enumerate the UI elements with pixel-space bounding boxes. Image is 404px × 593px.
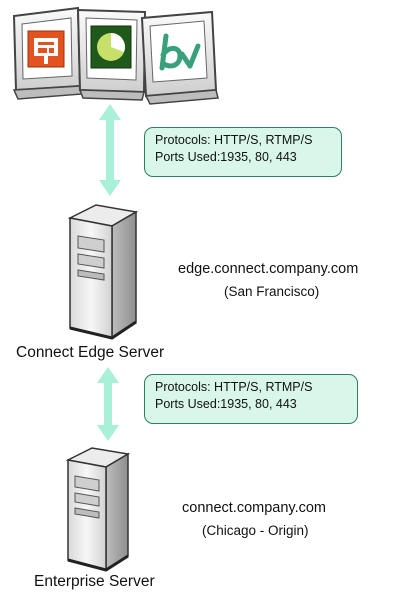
protocols-text: Protocols: HTTP/S, RTMP/S <box>155 380 313 394</box>
connection-arrow-1 <box>99 104 121 196</box>
origin-server-hostname: connect.company.com <box>182 500 326 516</box>
edge-server-tower <box>67 204 139 340</box>
client-monitor-3 <box>140 10 219 105</box>
origin-server-location: (Chicago - Origin) <box>202 523 309 538</box>
protocols-text: Protocols: HTTP/S, RTMP/S <box>155 133 313 147</box>
client-monitor-1 <box>12 6 83 100</box>
enterprise-server-tower <box>65 447 131 572</box>
client-monitor-2 <box>76 8 147 101</box>
protocol-callout-1: Protocols: HTTP/S, RTMP/S Ports Used:193… <box>144 127 342 177</box>
edge-server-hostname: edge.connect.company.com <box>178 261 359 277</box>
edge-server-caption: Connect Edge Server <box>16 344 165 361</box>
pie-chart-app-icon <box>90 25 132 69</box>
ports-text: Ports Used:1935, 80, 443 <box>155 150 297 164</box>
ports-text: Ports Used:1935, 80, 443 <box>155 397 297 411</box>
edge-server-location: (San Francisco) <box>224 284 320 299</box>
enterprise-server-caption: Enterprise Server <box>34 573 155 590</box>
b-logo-app-icon <box>159 33 201 71</box>
connection-arrow-2 <box>97 367 119 441</box>
presentation-app-icon <box>27 30 65 68</box>
protocol-callout-2: Protocols: HTTP/S, RTMP/S Ports Used:193… <box>144 374 358 424</box>
